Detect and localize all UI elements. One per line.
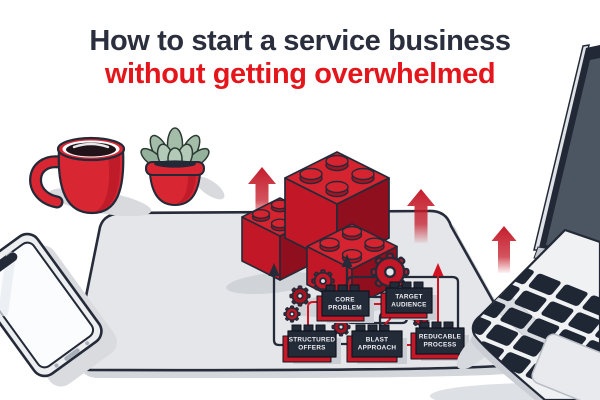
- mug-handle-fill: [31, 157, 65, 207]
- arrowhead-up: [432, 263, 444, 276]
- plant-pot-shading: [176, 176, 196, 204]
- phone-port: [64, 348, 80, 361]
- title-line-1: How to start a service business: [89, 25, 511, 57]
- laptop-trackpad: [531, 333, 600, 400]
- block-blast-approach: [346, 324, 407, 364]
- mug-shading: [94, 155, 121, 212]
- block-reducable-process: [410, 321, 469, 361]
- flowchart-blocks: [282, 281, 469, 364]
- block-core-problem: [316, 284, 374, 323]
- phone-notch: [0, 252, 18, 273]
- arrowhead-up: [341, 254, 353, 267]
- smartphone: [0, 232, 118, 387]
- plant-shadow: [195, 176, 225, 200]
- growth-arrows: [248, 167, 517, 273]
- coffee-highlight: [72, 142, 110, 149]
- arrowhead-up: [268, 263, 280, 276]
- gear-icon: [283, 305, 301, 323]
- block-target-audience: [380, 281, 437, 320]
- brick-studs: [299, 154, 375, 198]
- phone-speaker-dot: [85, 341, 90, 346]
- flowchart-connectors: [268, 254, 460, 347]
- up-arrow-icon: [248, 167, 276, 219]
- succulent-plant: [140, 127, 225, 207]
- up-arrow-icon: [491, 226, 517, 273]
- up-arrow-icon: [407, 189, 435, 243]
- page-title: How to start a service business without …: [0, 25, 600, 91]
- phone-screen-reflection: [0, 251, 16, 317]
- coffee-mug: [29, 136, 152, 217]
- block-structured-offers: [282, 324, 341, 364]
- title-line-2: without getting overwhelmed: [104, 57, 496, 90]
- gear-icon: [289, 285, 311, 307]
- plant-soil: [154, 160, 196, 168]
- laptop-deck-side: [470, 334, 545, 400]
- phone-speaker-dot: [54, 363, 59, 368]
- laptop-screen: [546, 58, 600, 252]
